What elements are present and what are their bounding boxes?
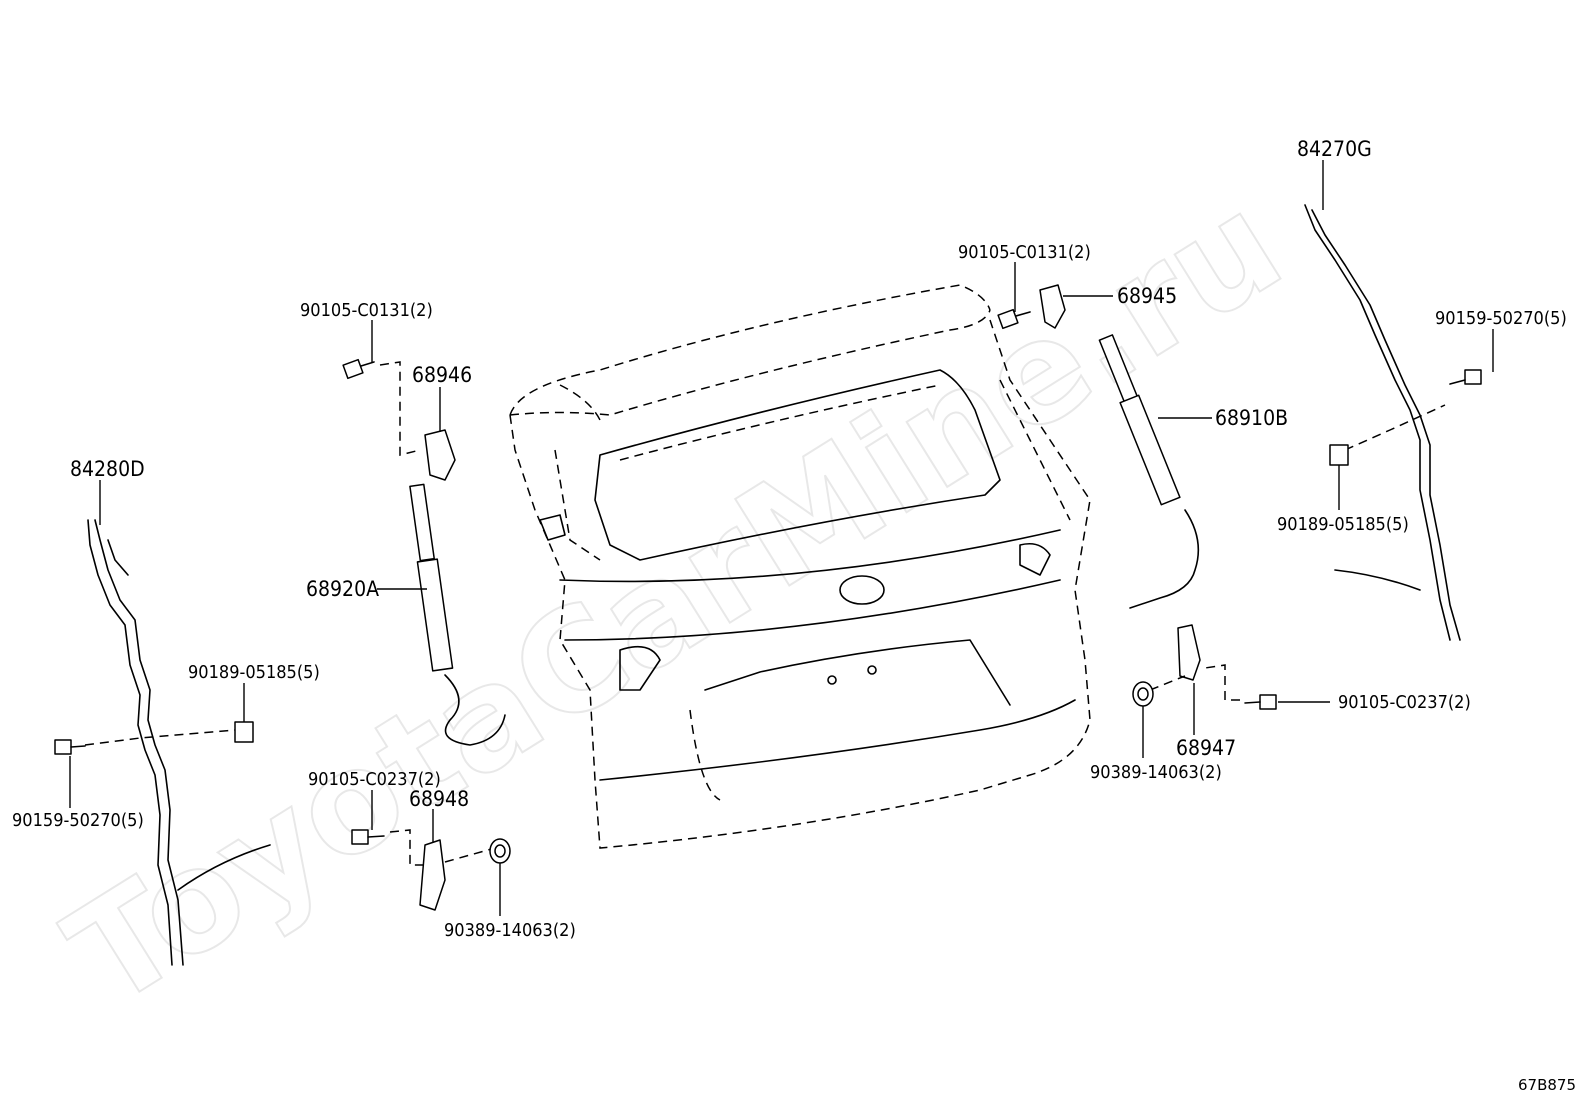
label-68946: 68946: [412, 363, 472, 387]
label-90389-14063-left: 90389-14063(2): [444, 920, 576, 941]
label-90105-C0237-left: 90105-C0237(2): [308, 769, 441, 790]
label-90159-50270-right: 90159-50270(5): [1435, 308, 1567, 329]
label-90105-C0131-left: 90105-C0131(2): [300, 300, 433, 321]
label-90189-05185-left: 90189-05185(5): [188, 662, 320, 683]
bracket-68945: [1039, 284, 1066, 329]
label-90189-05185-right: 90189-05185(5): [1277, 514, 1409, 535]
bracket-68948: [419, 839, 446, 911]
label-68947: 68947: [1176, 736, 1236, 760]
leader-lines: [69, 160, 1494, 916]
bracket-68946: [424, 429, 456, 481]
label-68910B: 68910B: [1215, 406, 1288, 430]
label-68920A: 68920A: [306, 577, 379, 601]
bolt-90159-50270-left: [54, 739, 86, 755]
bolt-90159-50270-right: [1449, 369, 1482, 385]
clip-90189-05185-right: [1329, 444, 1349, 466]
label-90389-14063-right: 90389-14063(2): [1090, 762, 1222, 783]
label-68948: 68948: [409, 787, 469, 811]
clip-90189-05185-left: [234, 721, 254, 743]
label-90159-50270-left: 90159-50270(5): [12, 810, 144, 831]
label-90105-C0237-right: 90105-C0237(2): [1338, 692, 1471, 713]
right-trim-84270G: [1304, 204, 1461, 641]
grommet-90389-14063-right: [1132, 681, 1154, 707]
bolt-90105-C0131-left: [342, 358, 421, 456]
back-door-panel: [509, 284, 1091, 849]
label-84280D: 84280D: [70, 457, 145, 481]
bolt-90105-C0131-right: [997, 308, 1031, 330]
bolt-90105-C0237-left: [351, 829, 496, 866]
bracket-68947: [1177, 624, 1201, 681]
left-damper-68920A: [409, 483, 506, 746]
diagram-code: 67B875: [1518, 1076, 1576, 1094]
label-68945: 68945: [1117, 284, 1177, 308]
right-damper-68910B: [1098, 334, 1200, 609]
left-trim-84280D: [84, 519, 271, 966]
label-90105-C0131-right: 90105-C0131(2): [958, 242, 1091, 263]
label-84270G: 84270G: [1297, 137, 1372, 161]
grommet-90389-14063-left: [489, 838, 511, 864]
bolt-90105-C0237-right: [1149, 664, 1277, 710]
